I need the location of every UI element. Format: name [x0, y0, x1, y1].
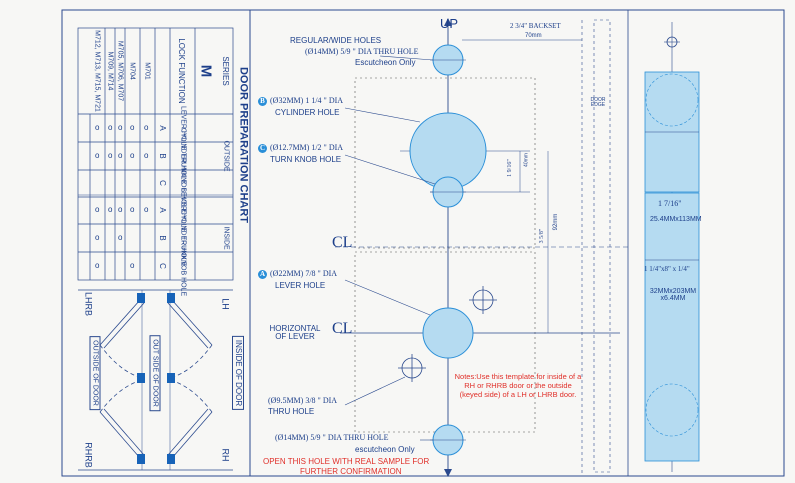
mark-r4-c1: o — [108, 123, 113, 132]
handing-lh: LH — [220, 298, 231, 310]
hole-a-size-text: (Ø22MM) 7/8 " DIA — [270, 269, 338, 278]
edge-size-1-mm: 25.4MMx113MM — [650, 216, 702, 223]
hole-c-size-text: (Ø12.7MM) 1/2 " DIA — [270, 143, 344, 152]
thru-hole-size: (Ø9.5MM) 3/8 " DIA — [268, 396, 338, 405]
outside-of-door-label: OUTSIDE OF DOOR — [89, 336, 101, 410]
hole-a-size: A(Ø22MM) 7/8 " DIA — [258, 269, 338, 279]
mark-r4-c4: o — [108, 205, 113, 214]
inside-of-door-label: INSIDE OF DOOR — [232, 335, 244, 411]
mark-r5-c6: o — [95, 261, 100, 270]
column-code-5: B — [158, 235, 167, 241]
thru-holes — [398, 286, 497, 382]
model-row-4: M709, M714 — [106, 51, 114, 91]
model-row-3: M705, M706, M707 — [116, 40, 124, 102]
mark-r5-c5: o — [95, 233, 100, 242]
template-notes: Notes:Use this template for inside of a … — [454, 372, 582, 399]
handing-lhrb: LHRB — [83, 291, 94, 317]
chart-table-grid — [77, 27, 234, 281]
warning-line2: FURTHER CONFIRMATION — [300, 467, 402, 476]
model-row-5: M712, M713, M715, M721 — [93, 30, 101, 112]
hole-b-name: CYLINDER HOLE — [275, 108, 340, 117]
dimension-1-mm: 40mm — [523, 153, 530, 167]
mark-r1-c4: o — [144, 205, 149, 214]
handing-rh: RH — [220, 448, 231, 462]
out-side-of-door-label: OUT SIDE OF DOOR — [149, 335, 161, 411]
hole-a-name: LEVER HOLE — [275, 281, 326, 290]
edge-template — [644, 22, 700, 472]
warning-line1: OPEN THIS HOLE WITH REAL SAMPLE FOR — [263, 457, 430, 466]
hole-c-name: TURN KNOB HOLE — [270, 155, 342, 164]
centerline-symbol-2: CL — [332, 320, 353, 337]
holes — [409, 44, 487, 456]
bottom-hole-note: escutcheon Only — [355, 445, 415, 454]
mark-r1-c1: o — [144, 123, 149, 132]
backset-mm: 70mm — [525, 33, 542, 39]
column-code-6: C — [158, 263, 167, 269]
handing-rhrb: RHRB — [83, 442, 94, 468]
mark-r2-c6: o — [130, 261, 135, 270]
mark-r3-c5: o — [118, 233, 123, 242]
sheet-frame — [61, 9, 785, 477]
mark-r2-c2: o — [130, 151, 135, 160]
mark-r2-c1: o — [130, 123, 135, 132]
mark-r3-c2: o — [118, 151, 123, 160]
column-code-3: C — [158, 180, 167, 186]
column-code-2: B — [158, 153, 167, 159]
edge-size-2-mm: 32MMx203MM x6.4MM — [649, 288, 697, 303]
mark-r4-c2: o — [108, 151, 113, 160]
hole-c-tag: C — [258, 144, 267, 153]
horizontal-of-lever-label: HORIZONTAL OF LEVER — [269, 324, 321, 342]
backset-label: 2 3/4" BACKSET — [510, 22, 561, 30]
top-hole-title: REGULAR/WIDE HOLES — [290, 36, 382, 45]
thru-hole-name: THRU HOLE — [268, 407, 315, 416]
mark-r3-c4: o — [118, 205, 123, 214]
hole-c-size: C(Ø12.7MM) 1/2 " DIA — [258, 143, 344, 153]
hinge-markers — [137, 293, 175, 464]
mark-r5-c4: o — [95, 205, 100, 214]
model-row-2: M704 — [128, 62, 136, 80]
mark-r1-c2: o — [144, 151, 149, 160]
hole-b-size: B(Ø32MM) 1 1/4 " DIA — [258, 96, 344, 106]
model-row-1: M701 — [143, 62, 151, 80]
centerline-symbol-1: CL — [332, 234, 353, 251]
column-code-4: A — [158, 207, 167, 213]
edge-size-1-in: 1 7/16" — [658, 199, 682, 208]
column-name-6: TRUNKNOB HOLE — [179, 235, 187, 297]
mark-r2-c4: o — [130, 205, 135, 214]
series-label: SERIES — [221, 56, 230, 86]
down-arrow-icon — [444, 469, 452, 477]
top-hole-note: Escutcheon Only — [355, 58, 416, 67]
door-edge-label: DOOR EDGE — [590, 97, 606, 109]
dimension-2-mm: 92mm — [553, 213, 559, 231]
top-hole-size: (Ø14MM) 5/9 " DIA THRU HOLE — [305, 47, 419, 56]
mark-r5-c2: o — [95, 151, 100, 160]
hole-a-tag: A — [258, 270, 267, 279]
up-label: UP — [440, 16, 459, 31]
dimension-2: 3 5/8" — [539, 228, 545, 244]
hole-b-size-text: (Ø32MM) 1 1/4 " DIA — [270, 96, 344, 105]
outside-label: OUTSIDE — [222, 140, 230, 172]
lock-function-label: LOCK FUNCTION — [177, 38, 186, 104]
mark-r3-c1: o — [118, 123, 123, 132]
dimension-1: 1 9/16" — [507, 159, 513, 177]
lever-hole-a — [422, 307, 474, 359]
bottom-hole-size: (Ø14MM) 5/9 " DIA THRU HOLE — [275, 433, 389, 442]
mark-r5-c1: o — [95, 123, 100, 132]
edge-size-2-in: 1 1/4"x8" x 1/4" — [644, 265, 690, 273]
chart-title: DOOR PREPARATION CHART — [237, 66, 250, 224]
inside-label: INSIDE — [222, 226, 230, 250]
up-arrow-icon — [444, 18, 452, 26]
column-code-1: A — [158, 125, 167, 131]
series-value: M — [197, 64, 215, 78]
hole-b-tag: B — [258, 97, 267, 106]
